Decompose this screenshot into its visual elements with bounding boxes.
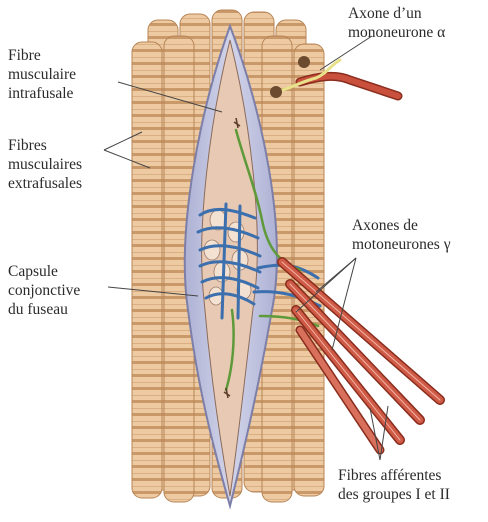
label-intrafusal-line-1: Fibre: [8, 46, 76, 65]
label-extrafusal-line-3: extrafusales: [8, 174, 82, 193]
label-intrafusal-line-3: intrafusale: [8, 84, 76, 103]
label-extrafusal-line-1: Fibres: [8, 136, 82, 155]
label-capsule-line-1: Capsule: [8, 262, 80, 281]
label-alpha-axon: Axone d’un mononeurone α: [348, 4, 445, 42]
label-afferent-line-1: Fibres afférentes: [338, 466, 450, 485]
label-capsule-line-3: du fuseau: [8, 300, 80, 319]
label-alpha-line-2: mononeurone α: [348, 23, 445, 42]
label-gamma-line-2: motoneurones γ: [352, 235, 451, 254]
label-intrafusal-fiber: Fibre musculaire intrafusale: [8, 46, 76, 103]
label-gamma-axons: Axones de motoneurones γ: [352, 216, 451, 254]
label-intrafusal-line-2: musculaire: [8, 65, 76, 84]
label-extrafusal-line-2: musculaires: [8, 155, 82, 174]
label-alpha-line-1: Axone d’un: [348, 4, 445, 23]
label-extrafusal-fibers: Fibres musculaires extrafusales: [8, 136, 82, 193]
label-capsule: Capsule conjonctive du fuseau: [8, 262, 80, 319]
label-capsule-line-2: conjonctive: [8, 281, 80, 300]
label-gamma-line-1: Axones de: [352, 216, 451, 235]
label-afferent-fibers: Fibres afférentes des groupes I et II: [338, 466, 450, 504]
label-afferent-line-2: des groupes I et II: [338, 485, 450, 504]
